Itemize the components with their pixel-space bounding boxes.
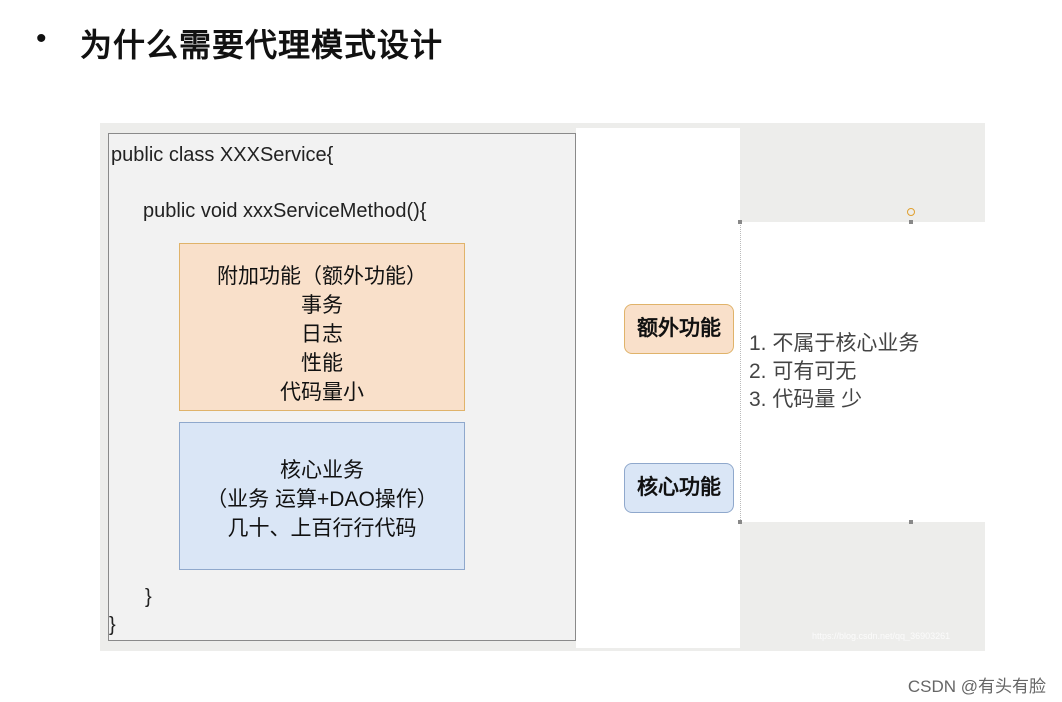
extra-line: 附加功能（额外功能） (217, 265, 427, 288)
notes-panel: 1. 不属于核心业务 2. 可有可无 3. 代码量 少 (740, 222, 986, 522)
core-function-tag: 核心功能 (624, 463, 734, 513)
note-item: 1. 不属于核心业务 (749, 332, 920, 355)
bullet: • (36, 22, 47, 55)
class-box: public class XXXService{ public void xxx… (108, 133, 576, 641)
extra-function-box: 附加功能（额外功能） 事务 日志 性能 代码量小 (179, 243, 465, 411)
footer-credit: CSDN @有头有脸 (907, 677, 1046, 696)
extra-function-tag: 额外功能 (624, 304, 734, 354)
extra-line: 代码量小 (280, 381, 364, 404)
rotate-handle-icon (907, 208, 915, 216)
selection-handle (909, 520, 913, 524)
slide-title: 为什么需要代理模式设计 (80, 27, 444, 63)
white-background (576, 128, 740, 648)
note-item: 2. 可有可无 (749, 360, 857, 383)
extra-line: 性能 (301, 352, 343, 375)
diagram-image: public class XXXService{ public void xxx… (100, 123, 986, 651)
core-business-box: 核心业务 （业务 运算+DAO操作） 几十、上百行行代码 (179, 422, 465, 570)
extra-line: 日志 (301, 323, 343, 346)
core-line: 核心业务 (280, 459, 364, 482)
selection-handle (738, 520, 742, 524)
core-line: 几十、上百行行代码 (227, 517, 417, 540)
core-line: （业务 运算+DAO操作） (206, 488, 438, 511)
notes-list: 1. 不属于核心业务 2. 可有可无 3. 代码量 少 (749, 330, 919, 414)
selection-handle (738, 220, 742, 224)
watermark: https://blog.csdn.net/qq_36903261 (812, 631, 951, 641)
method-declaration: public void xxxServiceMethod(){ (143, 200, 427, 222)
note-item: 3. 代码量 少 (749, 388, 863, 411)
class-close-brace: } (109, 614, 116, 636)
class-declaration: public class XXXService{ (111, 144, 334, 166)
selection-handle (909, 220, 913, 224)
extra-line: 事务 (301, 294, 343, 317)
method-close-brace: } (145, 586, 152, 608)
